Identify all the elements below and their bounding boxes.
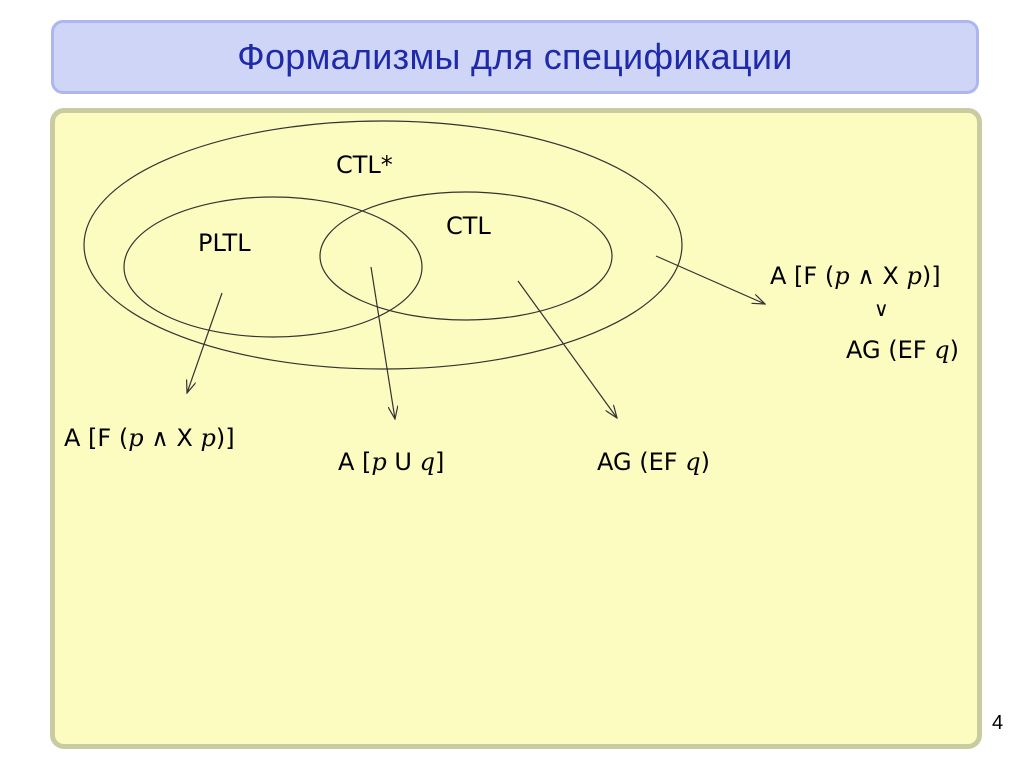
formula-pltl-p2: p: [201, 424, 216, 452]
formula-cs-p2: p: [907, 262, 922, 290]
formula-cs-close: )]: [922, 262, 941, 290]
ctl-label: CTL: [446, 212, 491, 240]
title-banner: Формализмы для спецификации: [51, 20, 979, 94]
formula-pltl-and: ∧: [144, 424, 177, 452]
formula-cs-p1: p: [834, 262, 849, 290]
arrow-intersection: [370, 266, 395, 419]
formula-cs-f: F (: [803, 262, 834, 290]
formula-pltl: A [F (p ∧ X p)]: [64, 424, 235, 452]
slide-title: Формализмы для спецификации: [237, 36, 793, 77]
formula-ctl-close: ): [701, 448, 710, 476]
arrow-ctl: [517, 280, 617, 418]
formula-ctl-q: q: [685, 448, 700, 476]
formula-pltl-f: F (: [97, 424, 128, 452]
formula-cs-ef: EF: [898, 336, 935, 364]
formula-common: A [p U q]: [338, 448, 444, 476]
arrow-ctl-star: [655, 255, 765, 304]
page-number: 4: [992, 712, 1004, 734]
ctl-star-label: CTL*: [336, 151, 393, 179]
content-panel: [50, 108, 982, 749]
formula-common-p: p: [371, 448, 386, 476]
formula-pltl-a: A [: [64, 424, 97, 452]
formula-cs-q: q: [934, 336, 949, 364]
ctl-star-ellipse: [83, 120, 683, 370]
pltl-ellipse: [123, 196, 423, 338]
formula-pltl-p1: p: [128, 424, 143, 452]
formula-pltl-close: )]: [216, 424, 235, 452]
formula-common-close: ]: [435, 448, 444, 476]
formula-pltl-x: X: [176, 424, 200, 452]
formula-ctl-star-line2: AG (EF q): [846, 336, 959, 364]
formula-cs-ag: AG (: [846, 336, 898, 364]
formula-ctl-star-or: ∨: [874, 297, 889, 321]
formula-common-u: U: [387, 448, 420, 476]
formula-cs-a: A [: [770, 262, 803, 290]
formula-ctl-ag: AG (: [597, 448, 649, 476]
ctl-ellipse: [319, 191, 613, 321]
formula-ctl-star-line1: A [F (p ∧ X p)]: [770, 262, 941, 290]
formula-common-q: q: [420, 448, 435, 476]
formula-cs-x: X: [882, 262, 906, 290]
formula-ctl: AG (EF q): [597, 448, 710, 476]
pltl-label: PLTL: [198, 229, 251, 257]
arrow-pltl: [187, 292, 223, 393]
formula-common-a: A [: [338, 448, 371, 476]
formula-cs-close2: ): [950, 336, 959, 364]
formula-ctl-ef: EF: [649, 448, 686, 476]
formula-cs-and: ∧: [850, 262, 883, 290]
